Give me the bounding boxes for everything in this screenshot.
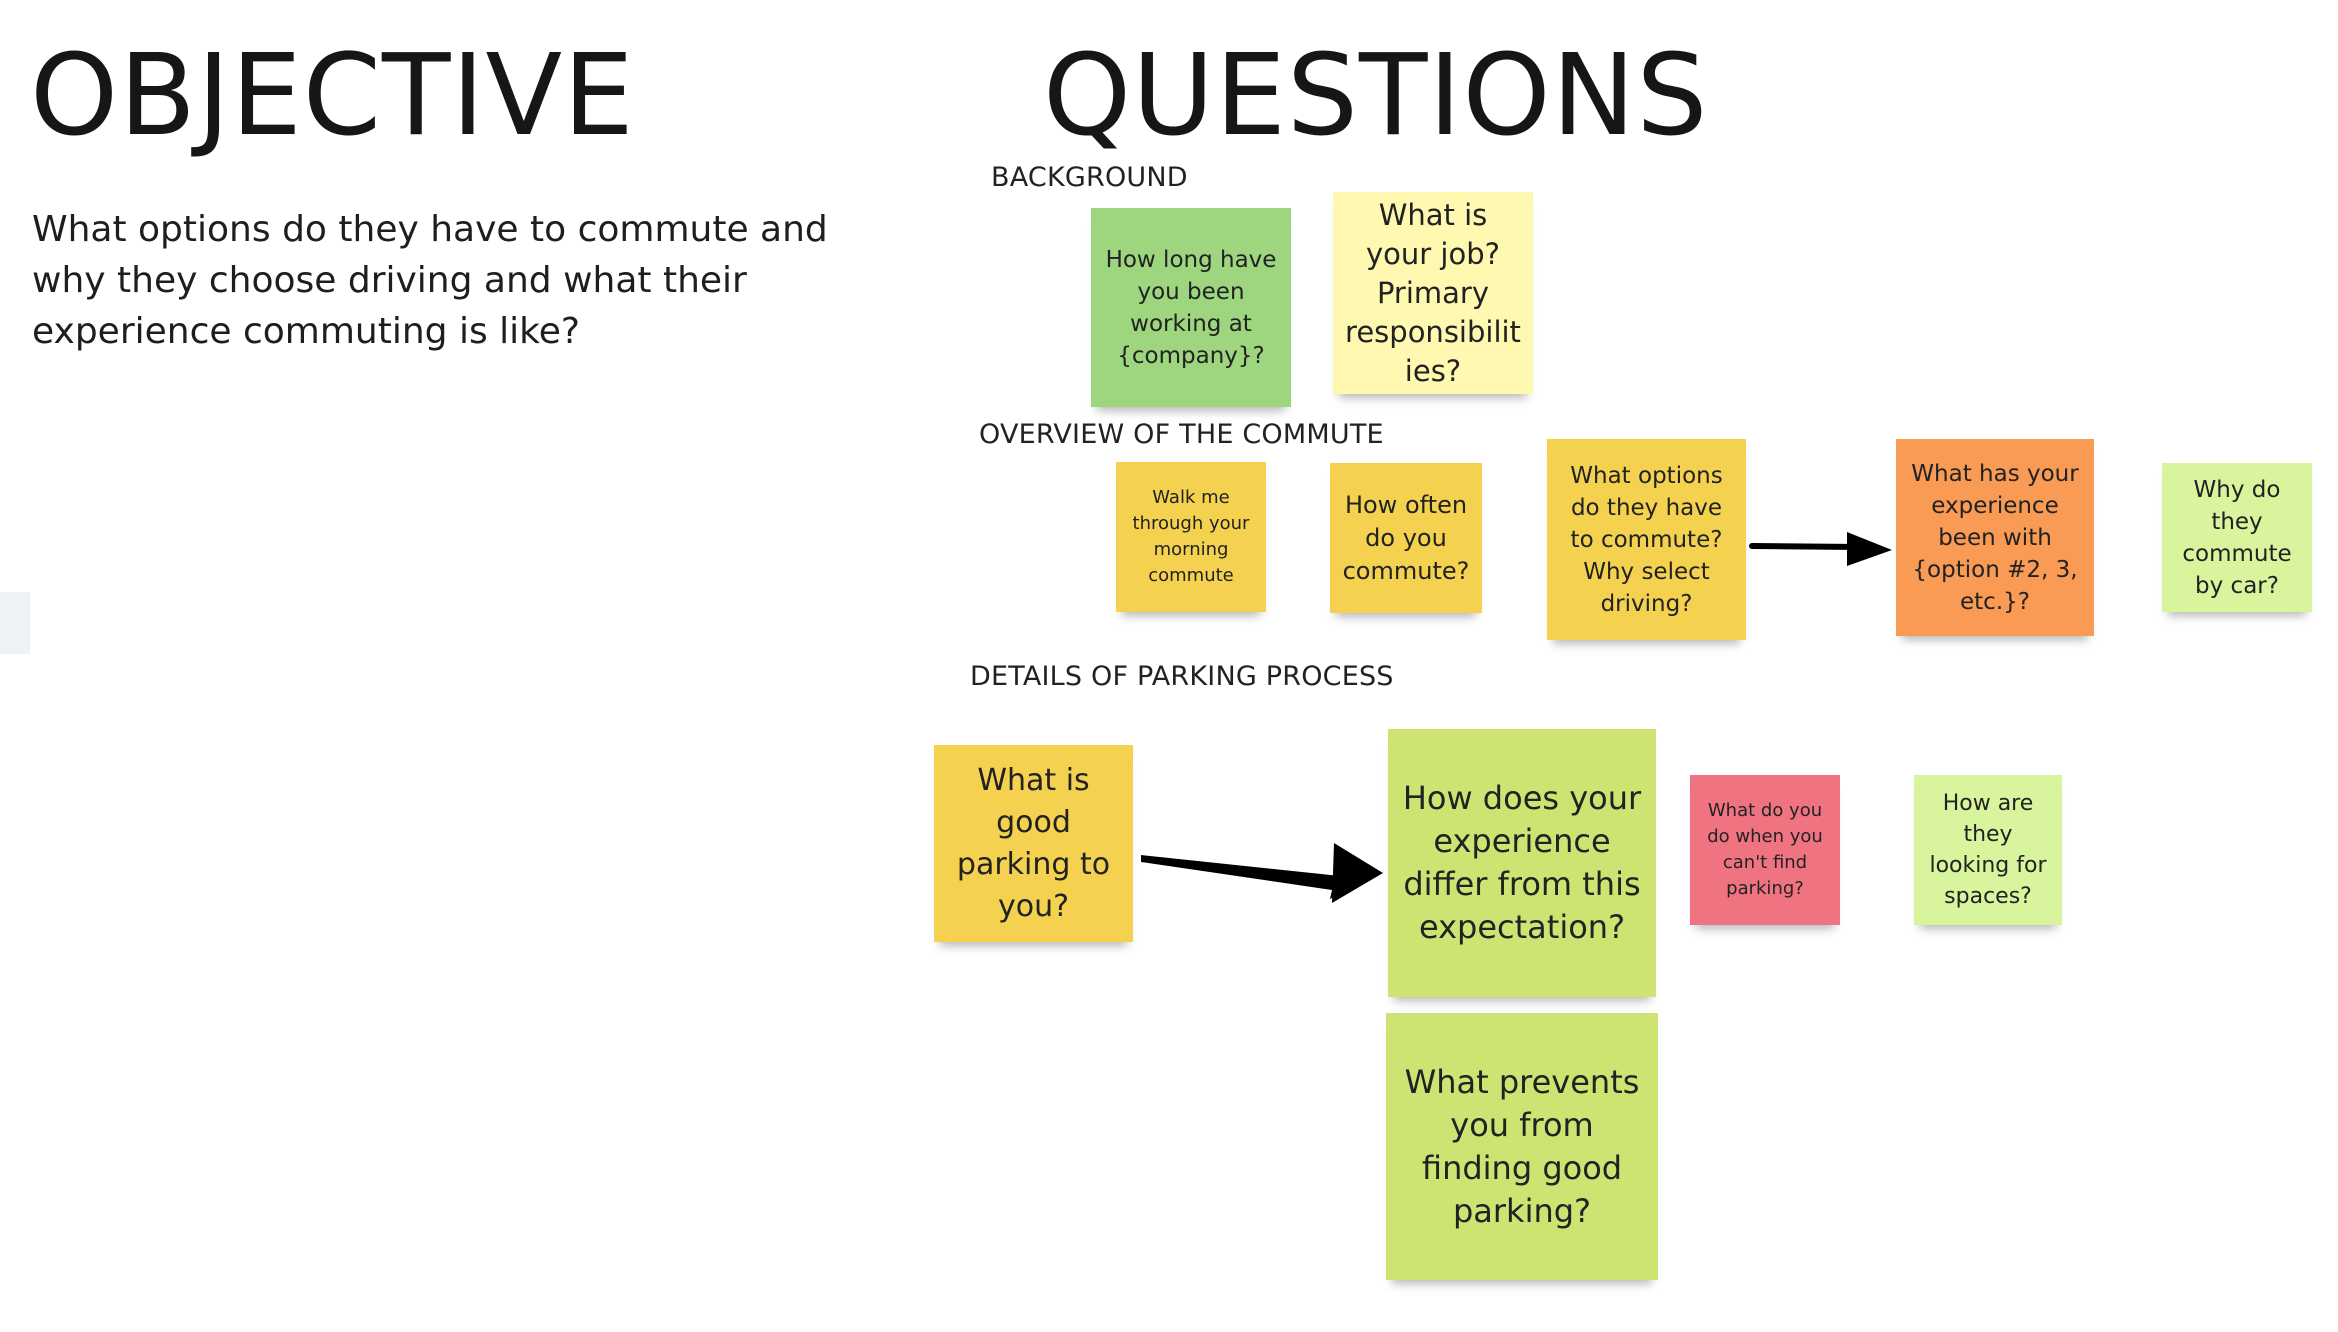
arrow-right-icon[interactable]: [1749, 532, 1892, 566]
side-panel-tab[interactable]: [0, 592, 30, 654]
sticky-note-text: What prevents you from finding good park…: [1404, 1062, 1640, 1230]
sticky-note-text: How long have you been working at {compa…: [1105, 246, 1277, 369]
arrow-right-icon[interactable]: [1141, 843, 1383, 903]
sticky-note-experience-differ[interactable]: How does your experience differ from thi…: [1388, 729, 1656, 997]
sticky-note-looking-for-spaces[interactable]: How are they looking for spaces?: [1914, 775, 2062, 925]
section-label-overview: OVERVIEW OF THE COMMUTE: [979, 419, 1384, 450]
sticky-note-job[interactable]: What is your job? Primary responsibilit …: [1333, 192, 1533, 394]
objective-text: What options do they have to commute and…: [32, 209, 828, 352]
sticky-note-text: How often do you commute?: [1342, 490, 1470, 585]
sticky-note-commute-frequency[interactable]: How often do you commute?: [1330, 463, 1482, 613]
sticky-note-tenure[interactable]: How long have you been working at {compa…: [1091, 208, 1291, 407]
questions-heading: QUESTIONS: [1043, 31, 1709, 161]
sticky-note-text: What options do they have to commute? Wh…: [1570, 462, 1723, 617]
sticky-note-parking-obstacles[interactable]: What prevents you from finding good park…: [1386, 1013, 1658, 1280]
section-label-background: BACKGROUND: [991, 162, 1188, 193]
sticky-note-option-experience[interactable]: What has your experience been with {opti…: [1896, 439, 2094, 636]
sticky-note-text: What has your experience been with {opti…: [1911, 460, 2079, 615]
section-label-parking: DETAILS OF PARKING PROCESS: [970, 661, 1394, 692]
objective-heading: OBJECTIVE: [30, 31, 635, 161]
sticky-note-text: Why do they commute by car?: [2182, 476, 2292, 599]
sticky-note-text: What is good parking to you?: [956, 762, 1111, 924]
sticky-note-why-car[interactable]: Why do they commute by car?: [2162, 463, 2312, 612]
sticky-note-text: What is your job? Primary responsibilit …: [1345, 197, 1521, 388]
sticky-note-cant-find-parking[interactable]: What do you do when you can't find parki…: [1690, 775, 1840, 925]
sticky-note-text: Walk me through your morning commute: [1132, 487, 1250, 586]
sticky-note-commute-options[interactable]: What options do they have to commute? Wh…: [1547, 439, 1746, 640]
sticky-note-text: How does your experience differ from thi…: [1402, 779, 1642, 946]
sticky-note-morning-commute[interactable]: Walk me through your morning commute: [1116, 462, 1266, 612]
sticky-note-text: What do you do when you can't find parki…: [1707, 800, 1823, 899]
sticky-note-good-parking[interactable]: What is good parking to you?: [934, 745, 1133, 942]
sticky-note-text: How are they looking for spaces?: [1929, 791, 2047, 909]
